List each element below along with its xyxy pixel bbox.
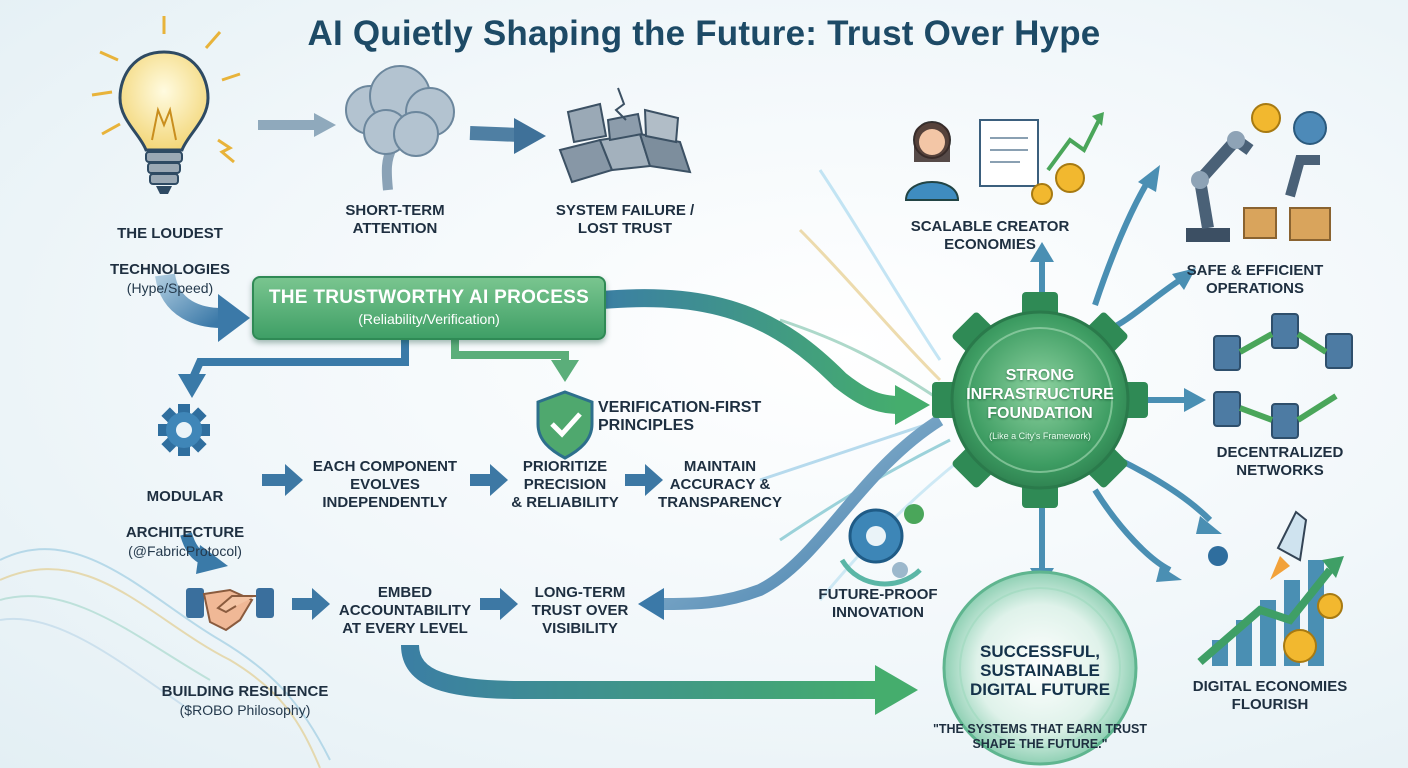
arrow-attention-to-failure [469, 126, 521, 142]
hub-text: STRONG INFRASTRUCTURE FOUNDATION [966, 367, 1114, 422]
resilience-title: BUILDING RESILIENCE [161, 683, 329, 700]
creator-icon [904, 112, 1104, 205]
short-term-attention-label: SHORT-TERM ATTENTION [345, 202, 445, 237]
page-title: AI Quietly Shaping the Future: Trust Ove… [307, 14, 1101, 53]
gear-icon [158, 404, 210, 456]
handshake-icon [186, 588, 274, 632]
arrow-hub-to-longterm [659, 414, 944, 611]
modular-line1: MODULAR [146, 488, 224, 505]
future-circle-icon [942, 570, 1138, 766]
system-failure-label: SYSTEM FAILURE / LOST TRUST [555, 202, 695, 237]
process-subtitle: (Reliability/Verification) [358, 311, 500, 327]
step-embed-accountability: EMBED ACCOUNTABILITY AT EVERY LEVEL [338, 584, 472, 637]
robot-arm-icon [1186, 103, 1331, 242]
trustworthy-process-box: THE TRUSTWORTHY AI PROCESS (Reliability/… [252, 276, 606, 340]
arrow-bulb-to-process [155, 272, 223, 328]
row1-arrows [262, 464, 663, 496]
arrow-accountability-to-future [401, 644, 880, 699]
step-maintain-accuracy: MAINTAIN ACCURACY & TRANSPARENCY [658, 458, 782, 511]
verification-label: VERIFICATION-FIRST PRINCIPLES [598, 399, 762, 434]
broken-blocks-icon [558, 87, 692, 184]
arrow-process-to-hub [601, 289, 901, 414]
lightbulb-icon [91, 16, 241, 194]
modular-line2: ARCHITECTURE [125, 524, 245, 541]
step-prioritize-precision: PRIORITIZE PRECISION & RELIABILITY [511, 458, 619, 511]
loudest-line2: TECHNOLOGIES [109, 261, 230, 278]
network-icon [1213, 313, 1353, 439]
arrow-process-to-verification [451, 336, 569, 362]
modular-sub: (@FabricProtocol) [128, 543, 242, 559]
building-resilience-label: BUILDING RESILIENCE ($ROBO Philosophy) [130, 665, 360, 737]
outcome-future-proof-innovation: FUTURE-PROOF INNOVATION [818, 586, 938, 621]
swirl-decoration-left [0, 548, 331, 768]
row2-arrows [292, 588, 518, 620]
step-evolves-independently: EACH COMPONENT EVOLVES INDEPENDENTLY [312, 458, 458, 511]
shield-check-icon [536, 390, 594, 460]
outcome-digital-economies: DIGITAL ECONOMIES FLOURISH [1192, 678, 1348, 713]
loudest-line1: THE LOUDEST [117, 225, 223, 242]
large-gear-icon [932, 292, 1148, 508]
loudest-technologies-label: THE LOUDEST TECHNOLOGIES (Hype/Speed) [80, 207, 260, 315]
outcome-decentralized-networks: DECENTRALIZED NETWORKS [1216, 444, 1344, 479]
rocket-growth-icon [1197, 510, 1344, 666]
arrow-process-to-modular [188, 336, 409, 382]
outcome-safe-operations: SAFE & EFFICIENT OPERATIONS [1186, 262, 1324, 297]
smoke-cloud-icon [345, 65, 455, 191]
closing-quote: "THE SYSTEMS THAT EARN TRUST SHAPE THE F… [932, 722, 1148, 751]
gears-swirl-icon [839, 504, 924, 587]
outcome-creator-economies: SCALABLE CREATOR ECONOMIES [910, 218, 1070, 253]
modular-architecture-label: MODULAR ARCHITECTURE (@FabricProtocol) [100, 470, 270, 578]
process-title: THE TRUSTWORTHY AI PROCESS [268, 287, 590, 308]
sustainable-future-label: SUCCESSFUL, SUSTAINABLE DIGITAL FUTURE [969, 642, 1111, 699]
resilience-sub: ($ROBO Philosophy) [179, 702, 311, 718]
infrastructure-foundation-label: STRONG INFRASTRUCTURE FOUNDATION (Like a… [946, 366, 1134, 446]
loudest-sub: (Hype/Speed) [126, 280, 214, 296]
step-long-term-trust: LONG-TERM TRUST OVER VISIBILITY [531, 584, 629, 637]
hub-note: (Like a City's Framework) [989, 431, 1091, 441]
